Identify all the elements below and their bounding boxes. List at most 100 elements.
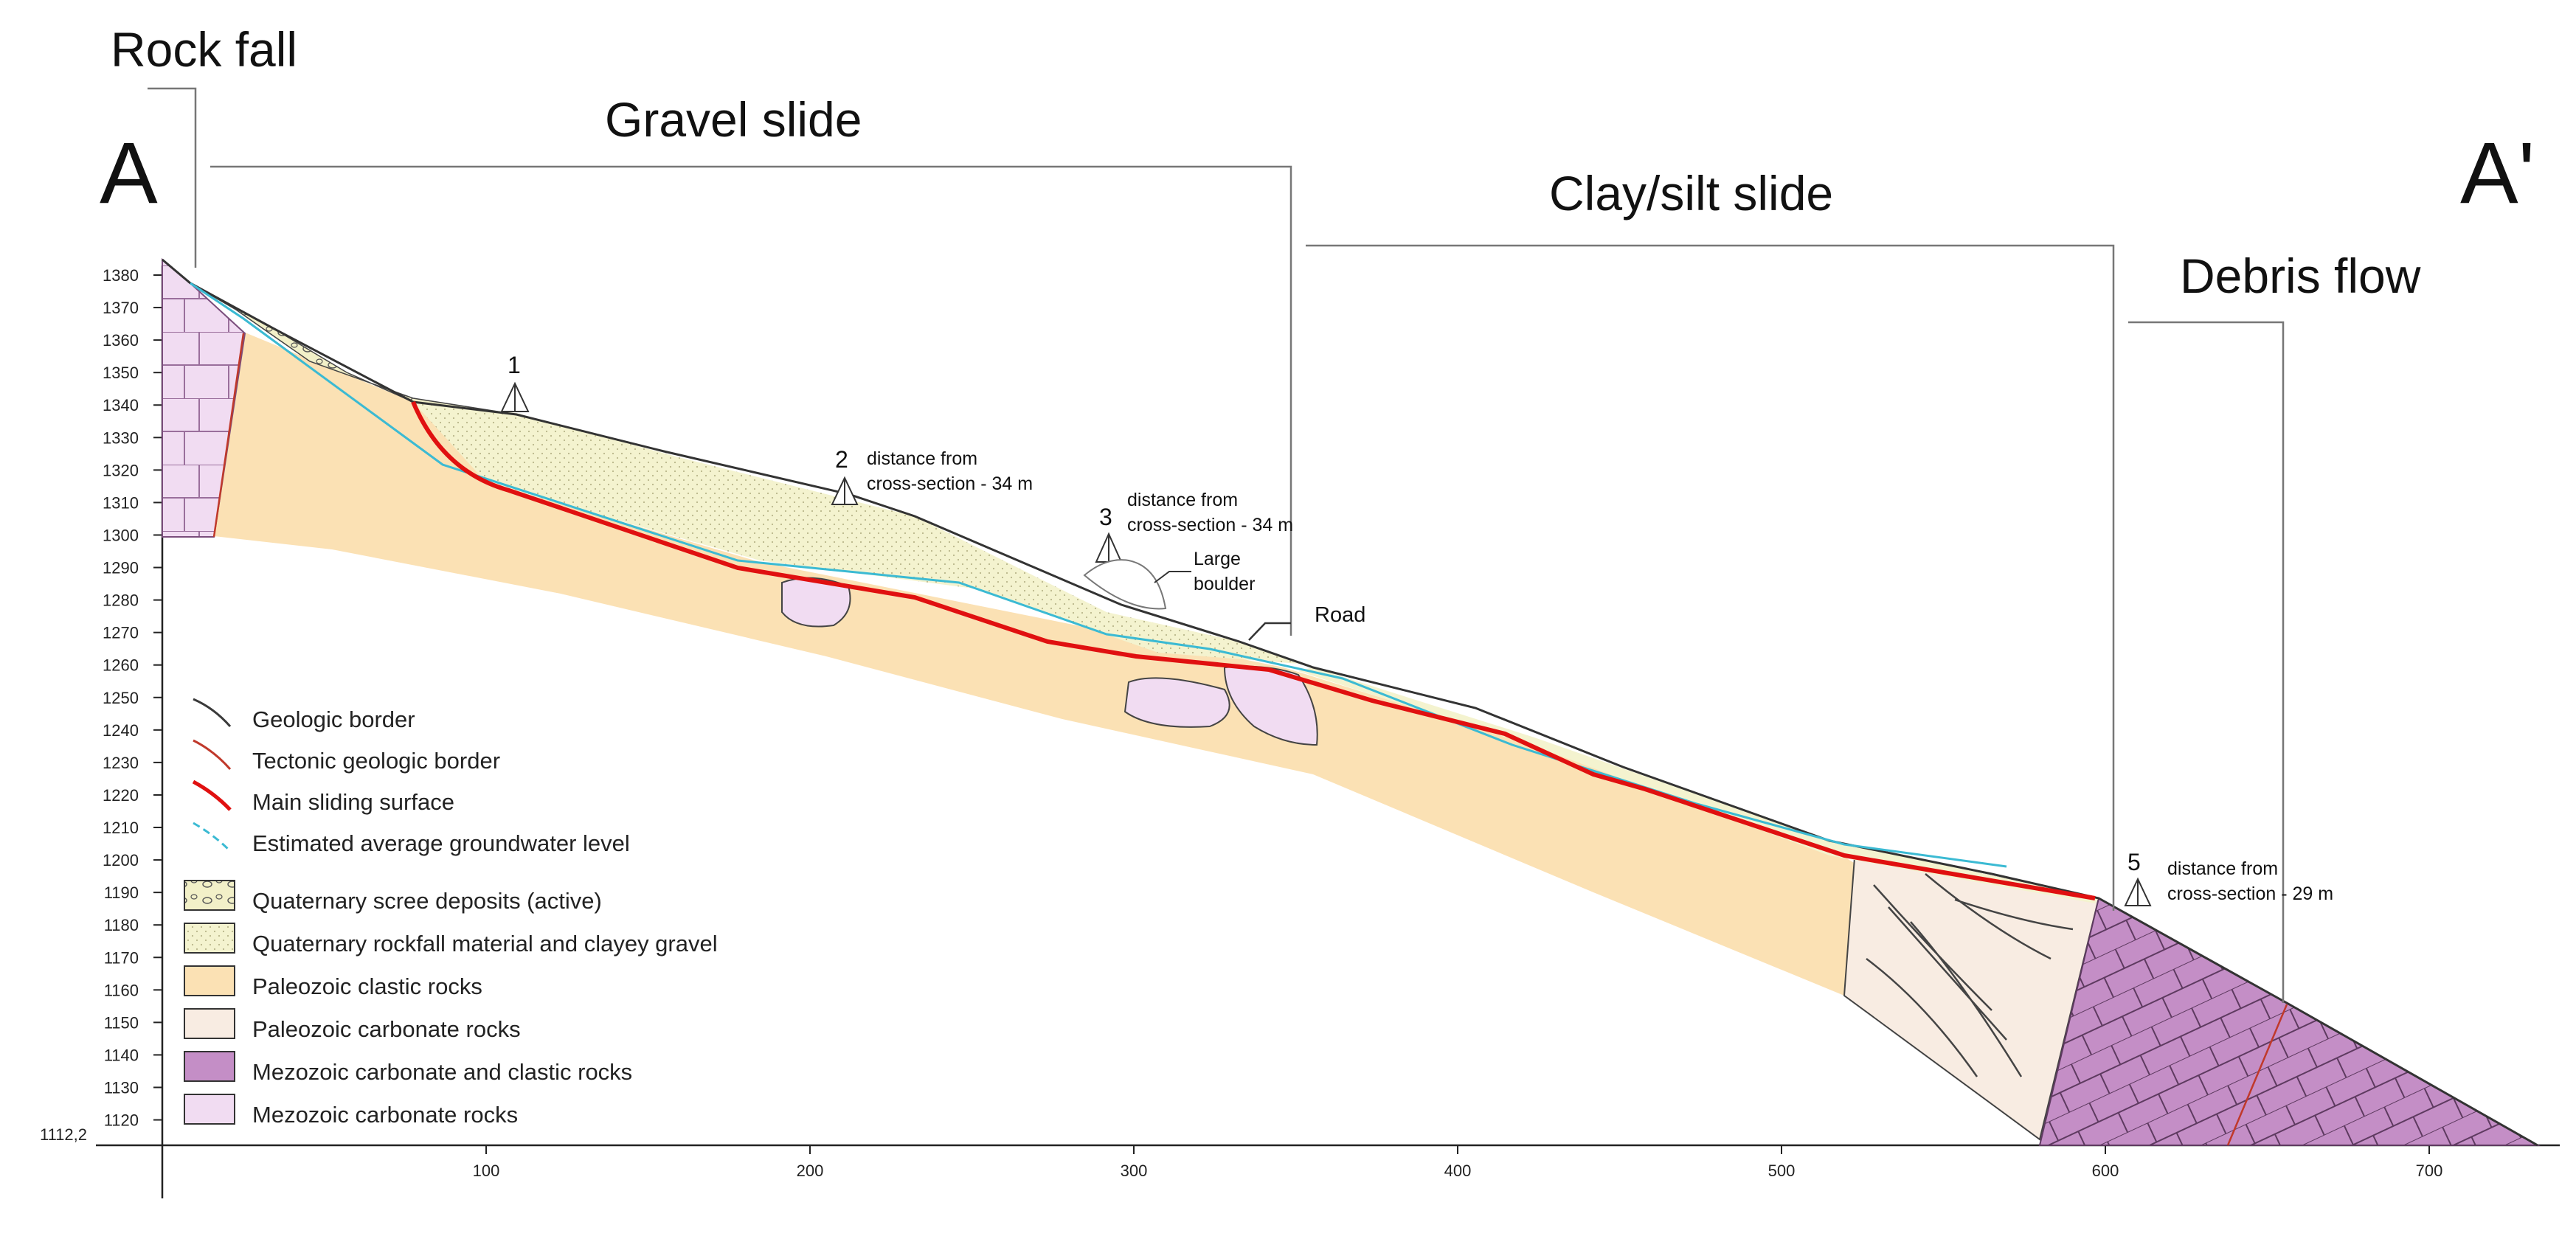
svg-text:Geologic border: Geologic border [252, 706, 415, 732]
legend-unit-mezozoic-carbonate-clastic: Mezozoic carbonate and clastic rocks [184, 1051, 632, 1085]
borehole-note-line-2: cross-section - 34 m [1127, 515, 1293, 535]
borehole-5: 5 distance from cross-section - 29 m [2124, 849, 2333, 906]
y-tick-label: 1160 [104, 981, 139, 999]
legend-line-main-sliding-surface: Main sliding surface [192, 780, 454, 815]
y-tick-label: 1180 [104, 916, 139, 934]
y-tick-label: 1170 [104, 948, 139, 967]
y-base-label: 1112,2 [40, 1125, 87, 1144]
borehole-marker-icon [2124, 877, 2152, 906]
y-tick-label: 1120 [104, 1111, 139, 1130]
groundwater-level-line [190, 282, 2007, 868]
borehole-note-line-2: cross-section - 34 m [867, 473, 1033, 494]
legend-unit-paleozoic-carbonate: Paleozoic carbonate rocks [184, 1008, 521, 1042]
y-tick-label: 1250 [103, 689, 139, 707]
y-tick-label: 1310 [103, 493, 139, 512]
y-tick-label: 1190 [104, 883, 139, 902]
svg-text:Mezozoic carbonate and clastic: Mezozoic carbonate and clastic rocks [252, 1059, 632, 1085]
section-label-end: A' [2460, 125, 2535, 222]
borehole-note-line-1: distance from [867, 448, 977, 469]
quaternary-rockfall-gravel [413, 402, 1298, 664]
road-label: Road [1315, 603, 1365, 627]
svg-text:Main sliding surface: Main sliding surface [252, 789, 454, 815]
landslide-brackets [148, 87, 2285, 1003]
borehole-note-line-2: cross-section - 29 m [2167, 883, 2333, 904]
borehole-number: 5 [2127, 849, 2141, 875]
borehole-marker-icon [500, 381, 530, 412]
y-tick-label: 1300 [103, 526, 139, 544]
section-label-start: A [100, 125, 158, 222]
x-tick-label: 700 [2416, 1162, 2443, 1180]
y-tick-label: 1230 [103, 754, 139, 772]
tectonic-border [212, 333, 245, 538]
boulder-label-line-1: Large [1194, 549, 1241, 569]
x-tick-label: 200 [797, 1162, 824, 1180]
y-tick-label: 1360 [103, 331, 139, 350]
legend: Geologic border Tectonic geologic border… [184, 698, 718, 1128]
borehole-2: 2 distance from cross-section - 34 m [831, 446, 1033, 505]
legend-unit-scree: Quaternary scree deposits (active) [184, 880, 602, 914]
main-sliding-surface [411, 400, 2096, 900]
borehole-number: 3 [1099, 504, 1112, 530]
y-tick-label: 1240 [103, 721, 139, 740]
borehole-note-line-1: distance from [1127, 490, 1238, 510]
landslide-label-debris-flow: Debris flow [2180, 249, 2421, 303]
geology-units [162, 257, 2541, 1146]
y-tick-label: 1260 [103, 656, 139, 675]
road-callout: Road [1248, 603, 1365, 641]
mezozoic-carbonate-clastic-body [2038, 897, 2541, 1146]
y-tick-label: 1140 [104, 1046, 139, 1064]
x-tick-labels: 100 200 300 400 500 600 700 [473, 1145, 2443, 1180]
y-tick-label: 1280 [103, 591, 139, 610]
y-tick-label: 1210 [103, 819, 139, 837]
y-tick-labels: 1380 1370 1360 1350 1340 1330 1320 1310 1300 1290… [103, 266, 162, 1130]
y-tick-label: 1320 [103, 461, 139, 479]
borehole-3: 3 distance from cross-section - 34 m [1095, 490, 1293, 563]
landslide-label-rock-fall: Rock fall [111, 22, 297, 77]
borehole-marker-icon [831, 476, 859, 505]
legend-line-geologic-border: Geologic border [193, 698, 415, 732]
x-tick-label: 500 [1768, 1162, 1796, 1180]
large-boulder: Large boulder [1083, 549, 1255, 610]
svg-text:Quaternary rockfall material a: Quaternary rockfall material and clayey … [252, 931, 718, 956]
landslide-label-clay-silt-slide: Clay/silt slide [1549, 166, 1833, 221]
svg-text:Paleozoic carbonate rocks: Paleozoic carbonate rocks [252, 1016, 521, 1042]
borehole-note-line-1: distance from [2167, 858, 2278, 879]
x-tick-label: 600 [2092, 1162, 2119, 1180]
svg-text:Paleozoic clastic rocks: Paleozoic clastic rocks [252, 973, 482, 999]
borehole-number: 2 [835, 446, 848, 473]
legend-line-tectonic-border: Tectonic geologic border [193, 739, 500, 774]
boulder-label-line-2: boulder [1194, 574, 1255, 594]
borehole-marker-icon [1095, 532, 1123, 563]
y-tick-label: 1290 [103, 559, 139, 577]
y-tick-label: 1130 [104, 1079, 139, 1097]
x-tick-label: 100 [473, 1162, 500, 1180]
mezozoic-block-1 [781, 577, 851, 628]
legend-unit-paleozoic-clastic: Paleozoic clastic rocks [184, 965, 482, 999]
borehole-1: 1 [500, 352, 530, 412]
y-tick-label: 1350 [103, 364, 139, 382]
y-tick-label: 1340 [103, 396, 139, 414]
legend-line-groundwater: Estimated average groundwater level [193, 822, 630, 856]
mezozoic-block-2 [1123, 677, 1230, 728]
y-axis: 1380 1370 1360 1350 1340 1330 1320 1310 1300 1290… [40, 265, 164, 1198]
y-tick-label: 1200 [103, 851, 139, 869]
legend-unit-mezozoic-carbonate: Mezozoic carbonate rocks [184, 1094, 518, 1128]
y-tick-label: 1380 [103, 266, 139, 285]
x-axis: 100 200 300 400 500 600 700 [96, 1144, 2560, 1180]
borehole-number: 1 [508, 352, 521, 378]
svg-text:Quaternary scree deposits (act: Quaternary scree deposits (active) [252, 888, 602, 914]
y-tick-label: 1330 [103, 428, 139, 447]
x-tick-label: 300 [1121, 1162, 1148, 1180]
y-tick-label: 1150 [104, 1013, 139, 1032]
svg-text:Tectonic geologic border: Tectonic geologic border [252, 748, 500, 774]
y-tick-label: 1270 [103, 624, 139, 642]
y-tick-label: 1220 [103, 786, 139, 805]
mezozoic-block-3 [1223, 665, 1318, 746]
landslide-label-gravel-slide: Gravel slide [605, 92, 862, 147]
y-tick-label: 1370 [103, 299, 139, 317]
x-tick-label: 400 [1444, 1162, 1472, 1180]
legend-unit-rockfall-gravel: Quaternary rockfall material and clayey … [184, 923, 718, 956]
svg-text:Mezozoic carbonate rocks: Mezozoic carbonate rocks [252, 1102, 518, 1128]
paleozoic-clastic-body [214, 332, 1866, 996]
